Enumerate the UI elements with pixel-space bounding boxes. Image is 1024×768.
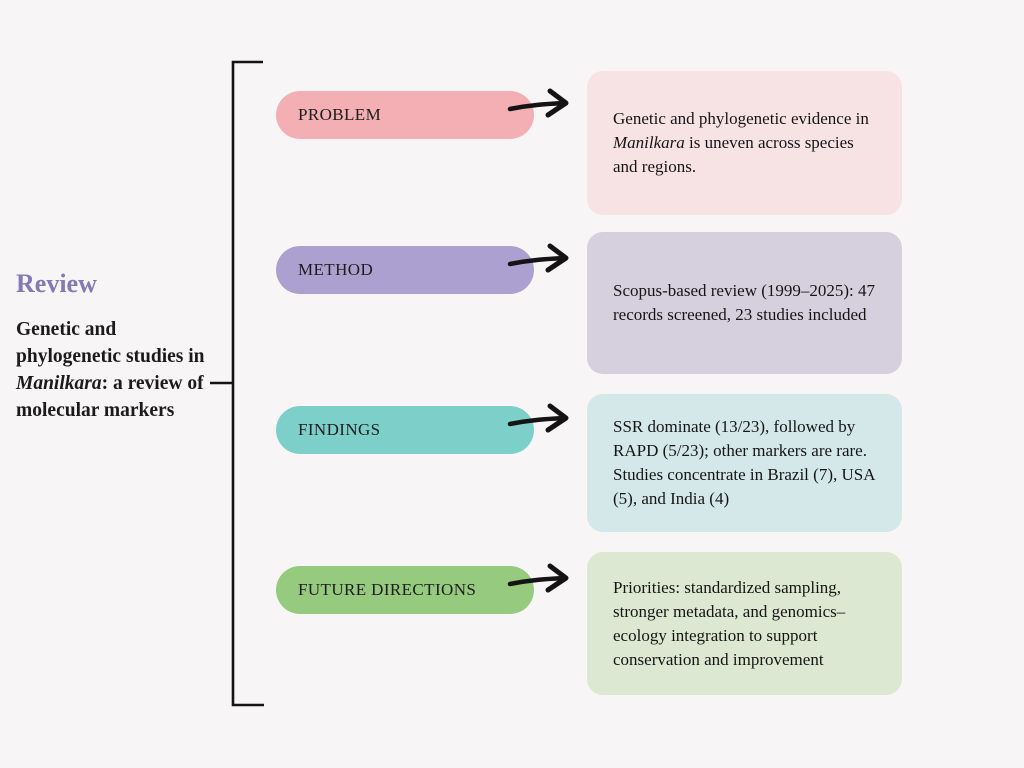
- title-italic-genus: Manilkara: [16, 373, 102, 394]
- pill-future-directions: FUTURE DIRECTIONS: [276, 566, 534, 614]
- pill-findings: FINDINGS: [276, 406, 534, 454]
- review-heading: Review: [16, 269, 97, 298]
- diagram-title: Genetic and phylogenetic studies in Mani…: [16, 316, 214, 424]
- pill-future-directions-label: FUTURE DIRECTIONS: [298, 580, 477, 599]
- note-italic-genus: Manilkara: [613, 133, 685, 152]
- arrow-right-icon: [507, 403, 569, 433]
- note-problem-text: Genetic and phylogenetic evidence in Man…: [613, 109, 869, 176]
- pill-problem: PROBLEM: [276, 91, 534, 139]
- pill-method-label: METHOD: [298, 260, 374, 279]
- title-text: Genetic and phylogenetic studies in: [16, 319, 205, 367]
- note-findings-text: SSR dominate (13/23), followed by RAPD (…: [613, 417, 875, 508]
- note-future-directions: Priorities: standardized sampling, stron…: [587, 552, 902, 695]
- arrow-right-icon: [507, 243, 569, 273]
- note-problem: Genetic and phylogenetic evidence in Man…: [587, 71, 902, 215]
- pill-findings-label: FINDINGS: [298, 420, 381, 439]
- note-method-text: Scopus-based review (1999–2025): 47 reco…: [613, 281, 876, 324]
- arrow-right-icon: [507, 563, 569, 593]
- title-text-end: : a review of molecular markers: [16, 373, 204, 421]
- note-method: Scopus-based review (1999–2025): 47 reco…: [587, 232, 902, 374]
- note-findings: SSR dominate (13/23), followed by RAPD (…: [587, 394, 902, 532]
- pill-problem-label: PROBLEM: [298, 105, 382, 124]
- pill-method: METHOD: [276, 246, 534, 294]
- arrow-right-icon: [507, 88, 569, 118]
- note-future-directions-text: Priorities: standardized sampling, stron…: [613, 577, 846, 669]
